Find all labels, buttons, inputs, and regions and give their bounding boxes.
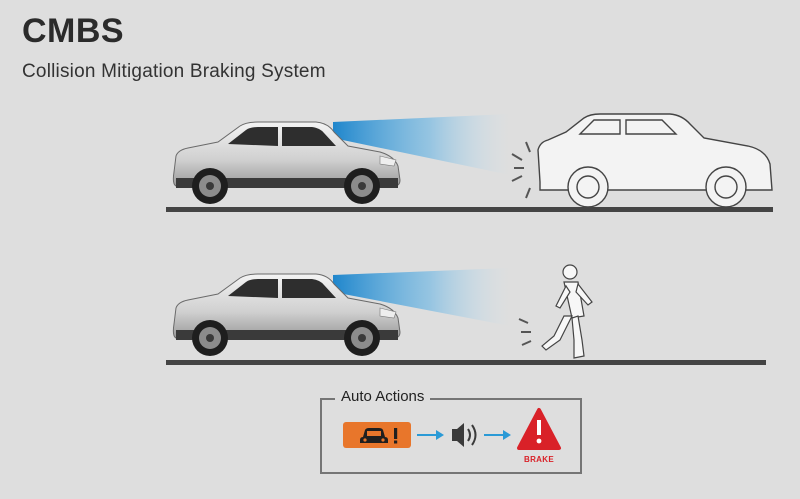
action-arrow — [484, 430, 511, 440]
scene-pedestrian-ahead — [166, 264, 766, 365]
radar-beam — [333, 268, 510, 326]
auto-actions-panel — [320, 398, 582, 474]
page-subtitle: Collision Mitigation Braking System — [22, 61, 326, 82]
road-line — [166, 360, 766, 365]
speaker-sound-icon — [452, 423, 477, 447]
action-arrow — [417, 430, 444, 440]
pedestrian-icon — [541, 264, 593, 359]
auto-actions-label: Auto Actions — [335, 388, 431, 405]
impact-marks — [511, 141, 531, 199]
brake-label: BRAKE — [524, 455, 554, 464]
scene-vehicle-ahead — [166, 113, 773, 212]
impact-marks — [518, 318, 532, 346]
brake-warning-icon — [517, 408, 561, 450]
page-title: CMBS — [22, 12, 125, 50]
car-warning-icon — [343, 422, 411, 448]
radar-beam — [333, 114, 510, 175]
car-outline-icon — [537, 113, 773, 208]
road-line — [166, 207, 773, 212]
